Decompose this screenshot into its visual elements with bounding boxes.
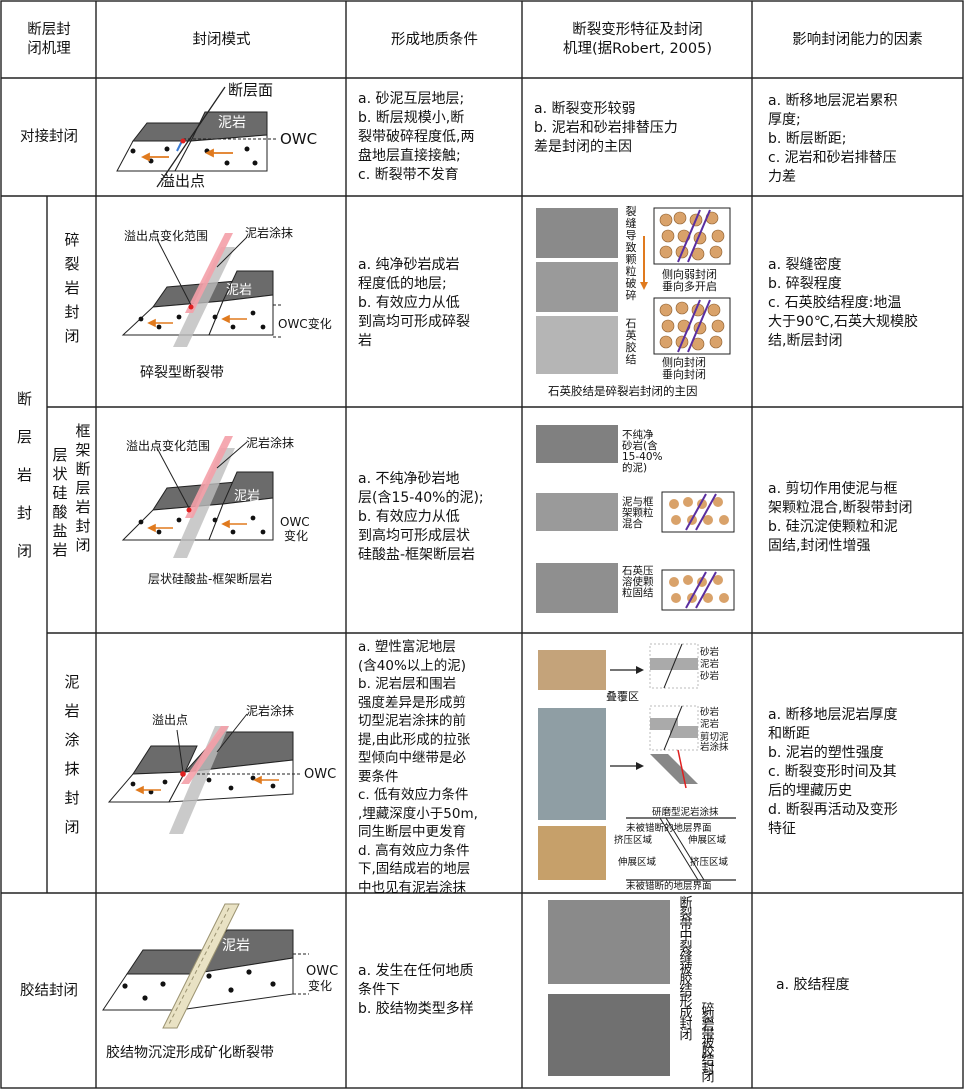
row-name-clay-smear: 泥 岩 涂 抹 封 闭 [64,673,80,836]
feature-text-cemented-fractures: 断 裂 带 中 裂 缝 被 胶 结 形 成 封 闭 [679,896,693,1043]
juxtaposition-factors: a. 断移地层泥岩累积 厚度; b. 断层断距; c. 泥岩和砂岩排替压 力差 [768,93,898,185]
spill-range-label: 溢出点变化范围 [124,229,209,243]
phyllosilicate-conditions: a. 不纯净砂岩地 层(含15-40%的泥); b. 有效应力从低 到高均可形成… [358,471,484,563]
phyllosilicate-caption: 层状硅酸盐-框架断层岩 [148,572,273,586]
clay-smear-factors: a. 断移地层泥岩厚度 和断距 b. 泥岩的塑性强度 c. 断裂变形时间及其 后… [768,707,898,837]
photo [536,493,618,531]
photo [536,208,618,258]
mudstone-label: 泥岩 [222,938,250,954]
feature-caption: 石英胶结是碎裂岩封闭的主因 [548,384,698,398]
photo [536,425,618,463]
photo [538,650,606,690]
cataclasite-factors: a. 裂缝密度 b. 碎裂程度 c. 石英胶结程度:地温 大于90℃,石英大规模… [768,257,918,349]
change-label: 变化 [284,529,309,543]
phyllosilicate-factors: a. 剪切作用使泥与框 架颗粒混合,断裂带封闭 b. 硅沉淀使颗粒和泥 固结,封… [768,481,913,554]
row-name-cataclasite: 碎 裂 岩 封 闭 [64,231,80,345]
feature-note-weak: 侧向弱封闭 垂向多开启 [662,268,717,293]
feature-text-pressure-solution: 石英压 溶使颗 粒固结 [622,565,654,599]
label-sandstone: 砂岩 [700,647,720,658]
label-mudstone: 泥岩 [700,659,720,670]
label-abrasion-smear: 研磨型泥岩涂抹 [652,807,719,818]
label-extension: 伸展区域 [688,835,727,846]
photo [536,262,618,312]
label-compression: 挤压区域 [614,835,653,846]
label-unbroken-bottom: 未被错断的地层界面 [626,881,712,892]
mudstone-label: 泥岩 [218,115,246,131]
cataclasite-diagram [121,233,283,347]
spill-point-label: 溢出点 [152,713,189,727]
row-name-phyllosilicate-col1: 层 状 硅 酸 盐 岩 [52,446,68,559]
mud-smear-label: 泥岩涂抹 [246,436,295,450]
feature-text-mixed: 泥与框 架颗粒 混合 [622,496,654,530]
cementation-diagram [102,903,309,1029]
feature-note-sealed: 侧向封闭 垂向封闭 [662,356,706,381]
fault-rock-seal-group: 断 层 岩 封 闭 [16,390,32,560]
grain-sketches [640,207,731,355]
label-compression: 挤压区域 [690,857,729,868]
header-factors: 影响封闭能力的因素 [792,31,923,48]
owc-change-label: OWC变化 [278,317,332,331]
grain-sketches [661,491,735,611]
owc-label: OWC [280,515,310,529]
photo [548,994,670,1076]
feature-text-quartz: 石 英 胶 结 [625,317,637,366]
phyllosilicate-diagram [121,436,274,558]
photo [538,708,606,820]
cataclasite-conditions: a. 纯净砂岩成岩 程度低的地层; b. 有效应力从低 到高均可形成碎裂 岩 [358,257,470,349]
feature-text-cemented-cataclasite: 碎 裂 岩 带 被 胶 结 封 闭 [701,1002,715,1085]
owc-label: OWC [280,130,318,148]
label-shear-smear: 剪切泥 岩涂抹 [700,732,729,753]
header-mode: 封闭模式 [192,31,251,48]
label-unbroken-top: 未被错断的地层界面 [626,823,712,834]
mud-smear-label: 泥岩涂抹 [245,226,294,240]
clay-smear-sketches [610,643,736,881]
spill-point-label: 溢出点 [160,172,206,190]
mudstone-label: 泥岩 [226,283,253,298]
clay-smear-diagram [107,713,301,834]
mudstone-label: 泥岩 [234,489,261,504]
feature-text-fracture: 裂 缝 导 致 颗 粒 破 碎 [625,205,637,302]
label-sandstone: 砂岩 [700,707,720,718]
juxtaposition-diagram [116,86,277,188]
photo [548,900,670,984]
photo [536,316,618,374]
photo [538,826,606,880]
header-mechanism: 断层封 闭机理 [27,22,71,57]
photo [536,563,618,613]
row-name-juxtaposition: 对接封闭 [20,129,78,145]
cementation-caption: 胶结物沉淀形成矿化断裂带 [106,1045,274,1061]
clay-smear-conditions: a. 塑性富泥地层 (含40%以上的泥) b. 泥岩层和围岩 强度差异是形成剪 … [358,639,478,896]
label-extension: 伸展区域 [618,857,657,868]
label-sandstone: 砂岩 [700,671,720,682]
owc-label: OWC [304,767,337,782]
header-conditions: 形成地质条件 [391,31,478,48]
juxtaposition-features: a. 断裂变形较弱 b. 泥岩和砂岩排替压力 差是封闭的主因 [534,101,678,155]
label-overlap: 叠覆区 [606,690,639,703]
change-label: 变化 [308,979,333,993]
row-name-phyllosilicate-col2: 框 架 断 层 岩 封 闭 [75,422,91,554]
fault-plane-label: 断层面 [228,81,274,99]
spill-range-label: 溢出点变化范围 [126,439,211,453]
cementation-conditions: a. 发生在任何地质 条件下 b. 胶结物类型多样 [358,963,474,1017]
row-name-cementation: 胶结封闭 [20,982,78,999]
header-features: 断裂变形特征及封闭 机理(据Robert, 2005) [563,22,712,57]
juxtaposition-conditions: a. 砂泥互层地层; b. 断层规模小,断 裂带破碎程度低,两 盘地层直接接触;… [358,91,475,183]
cementation-factors: a. 胶结程度 [776,977,850,993]
owc-label: OWC [306,964,339,979]
label-mudstone: 泥岩 [700,719,720,730]
cataclasite-caption: 碎裂型断裂带 [140,365,224,381]
feature-text-impure: 不纯净 砂岩(含 15-40% 的泥) [622,429,663,474]
mud-smear-label: 泥岩涂抹 [246,704,295,718]
